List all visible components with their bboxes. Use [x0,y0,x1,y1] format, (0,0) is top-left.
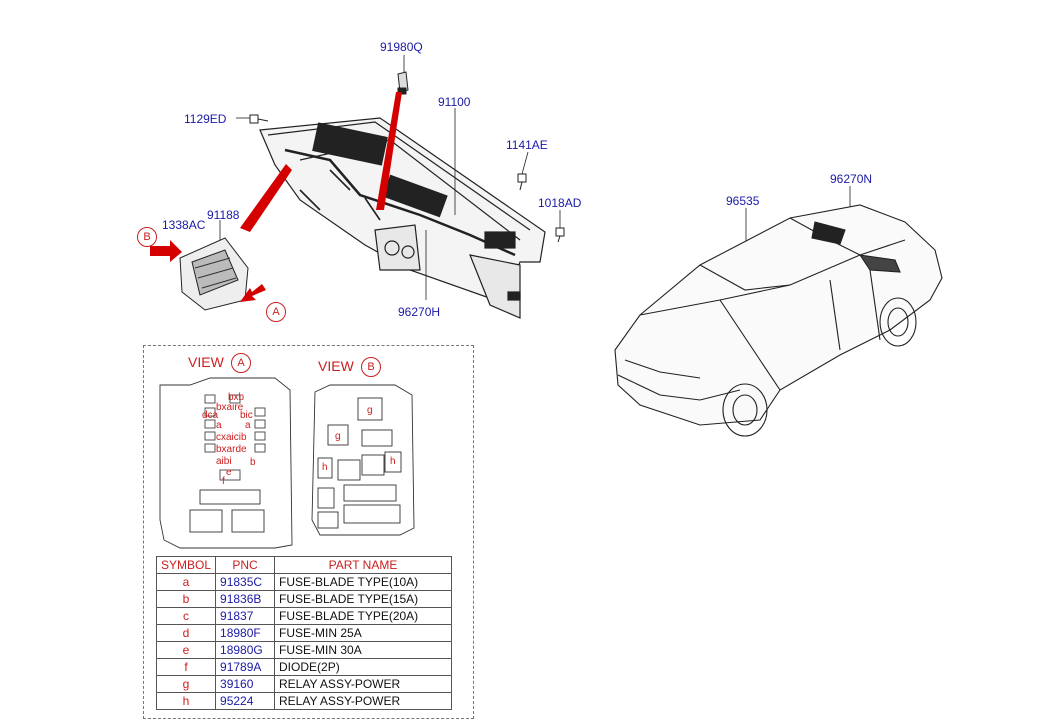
dashboard-illustration [259,117,546,319]
svg-text:dca: dca [202,410,219,421]
view-b-title-text: VIEW [318,358,354,374]
table-row: g 39160 RELAY ASSY-POWER [155,675,453,693]
row-symbol: a [155,573,217,591]
svg-text:bxaire: bxaire [216,402,244,413]
svg-text:g: g [335,431,341,442]
callout-96270H: 96270H [398,305,441,319]
arrow-mark-a: A [266,302,286,322]
callout-1129ED: 1129ED [184,112,227,126]
svg-text:h: h [322,462,328,473]
view-detail-box [143,345,474,719]
table-row: f 91789A DIODE(2P) [155,658,453,676]
callout-1018AD: 1018AD [538,196,582,210]
row-part-name: RELAY ASSY-POWER [274,675,453,693]
clip-91980Q-icon [397,71,409,95]
svg-text:b: b [250,457,256,468]
row-part-name: DIODE(2P) [274,658,453,676]
svg-text:bic: bic [240,410,253,421]
junction-box-illustration [179,237,249,311]
row-symbol: d [155,624,217,642]
view-b-mark: B [361,357,381,377]
svg-text:g: g [367,405,373,416]
view-b-symbol-letters: g g h h [322,405,396,473]
col-header-symbol: SYMBOL [155,556,217,574]
red-arrow-a [240,284,266,302]
parts-table-header-row: SYMBOL PNC PART NAME [155,556,453,574]
callout-96535: 96535 [726,194,760,208]
table-row: a 91835C FUSE-BLADE TYPE(10A) [155,573,453,591]
callout-91188: 91188 [207,208,240,222]
table-row: e 18980G FUSE-MIN 30A [155,641,453,659]
svg-text:h: h [390,456,396,467]
svg-text:aibi: aibi [216,456,232,467]
red-arrow-b [150,240,182,262]
svg-text:f: f [222,476,225,487]
row-pnc: 18980F [215,624,276,642]
svg-text:a: a [245,420,251,431]
row-symbol: g [155,675,217,693]
row-symbol: e [155,641,217,659]
row-pnc: 91789A [215,658,276,676]
view-a-title-text: VIEW [188,354,224,370]
view-a-title: VIEW [188,354,224,370]
callout-91980Q: 91980Q [380,40,423,54]
view-b-relay-panel [311,384,415,536]
svg-text:cxaicib: cxaicib [216,432,247,443]
svg-text:bxarde: bxarde [216,444,247,455]
row-pnc: 91836B [215,590,276,608]
svg-text:e: e [226,467,232,478]
callout-91100: 91100 [438,95,471,109]
car-illustration [614,204,943,437]
row-symbol: c [155,607,217,625]
row-part-name: FUSE-BLADE TYPE(20A) [274,607,453,625]
red-pointer-wedges [240,92,402,232]
col-header-part-name: PART NAME [274,556,453,574]
parts-table: SYMBOL PNC PART NAME a 91835C FUSE-BLADE… [155,556,453,710]
view-a-mark: A [231,353,251,373]
row-pnc: 39160 [215,675,276,693]
callout-96270N: 96270N [830,172,873,186]
row-part-name: FUSE-BLADE TYPE(15A) [274,590,453,608]
callout-1141AE: 1141AE [506,138,548,152]
table-row: h 95224 RELAY ASSY-POWER [155,692,453,710]
table-row: d 18980F FUSE-MIN 25A [155,624,453,642]
row-part-name: FUSE-MIN 25A [274,624,453,642]
row-pnc: 91835C [215,573,276,591]
row-part-name: RELAY ASSY-POWER [274,692,453,710]
row-part-name: FUSE-BLADE TYPE(10A) [274,573,453,591]
callout-1338AC: 1338AC [162,218,206,232]
arrow-mark-b: B [137,227,157,247]
bolt-1129ED-icon [249,114,269,124]
bolt-1018AD-icon [555,227,565,243]
row-pnc: 91837 [215,607,276,625]
svg-text:a: a [216,420,222,431]
table-row: b 91836B FUSE-BLADE TYPE(15A) [155,590,453,608]
row-symbol: b [155,590,217,608]
table-row: c 91837 FUSE-BLADE TYPE(20A) [155,607,453,625]
view-b-title: VIEW [318,358,354,374]
view-a-fuse-panel [159,377,293,549]
row-symbol: h [155,692,217,710]
row-pnc: 18980G [215,641,276,659]
col-header-pnc: PNC [215,556,276,574]
row-part-name: FUSE-MIN 30A [274,641,453,659]
row-pnc: 95224 [215,692,276,710]
bolt-1141AE-icon [517,173,527,191]
svg-text:bxb: bxb [228,392,245,403]
row-symbol: f [155,658,217,676]
